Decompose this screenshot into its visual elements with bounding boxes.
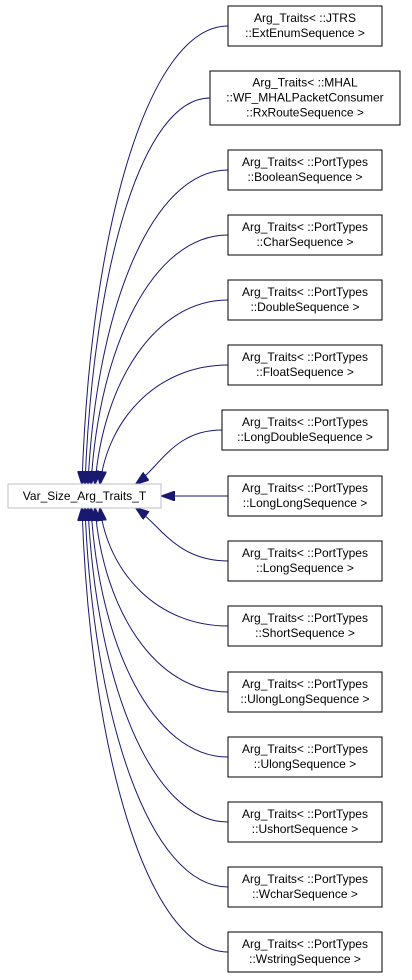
derived-node-box [227, 5, 383, 47]
base-node-box [7, 483, 162, 509]
derived-node-box [227, 801, 383, 843]
derived-node-box [227, 279, 383, 321]
derived-node-label-line: Arg_Traits< ::PortTypes [242, 937, 368, 951]
derived-node-label-line: Arg_Traits< ::PortTypes [242, 350, 368, 364]
inheritance-arrow [136, 429, 223, 484]
derived-node-box [221, 409, 389, 451]
derived-node-label-line: ::UlongSequence > [254, 757, 356, 771]
base-node[interactable]: Var_Size_Arg_Traits_T [7, 483, 162, 509]
derived-node[interactable]: Arg_Traits< ::PortTypes::ShortSequence > [227, 605, 383, 647]
derived-node-label-line: ::LongSequence > [256, 561, 354, 575]
derived-node-label-line: ::BooleanSequence > [247, 170, 362, 184]
derived-node-box [227, 931, 383, 973]
derived-node-label-line: ::DoubleSequence > [250, 300, 359, 314]
derived-node-label-line: Arg_Traits< ::PortTypes [242, 285, 368, 299]
inheritance-arrow [95, 508, 229, 693]
derived-node-label-line: ::CharSequence > [256, 235, 353, 249]
derived-node-label-line: ::LongLongSequence > [243, 496, 367, 510]
derived-node-label-line: Arg_Traits< ::PortTypes [242, 220, 368, 234]
inheritance-arrow [100, 508, 229, 627]
base-node-label: Var_Size_Arg_Traits_T [23, 489, 147, 503]
inheritance-arrow [88, 169, 229, 484]
derived-node-label-line: ::ExtEnumSequence > [245, 26, 365, 40]
derived-node[interactable]: Arg_Traits< ::PortTypes::UlongSequence > [227, 736, 383, 778]
derived-node-label-line: Arg_Traits< ::PortTypes [242, 155, 368, 169]
derived-node-label-line: ::UshortSequence > [252, 822, 358, 836]
derived-node-box [227, 540, 383, 582]
derived-node[interactable]: Arg_Traits< ::PortTypes::WcharSequence > [227, 866, 383, 908]
derived-node-label-line: Arg_Traits< ::PortTypes [242, 415, 368, 429]
derived-node-label-line: Arg_Traits< ::JTRS [254, 11, 356, 25]
derived-node[interactable]: Arg_Traits< ::PortTypes::LongLongSequenc… [227, 475, 383, 517]
inheritance-arrow [91, 508, 229, 758]
derived-node-label-line: Arg_Traits< ::MHAL [252, 76, 358, 90]
inheritance-arrow [136, 508, 229, 562]
inheritance-edges [82, 25, 229, 953]
inheritance-arrow [82, 508, 229, 953]
derived-node-box [227, 214, 383, 256]
derived-node-box [227, 736, 383, 778]
derived-node[interactable]: Arg_Traits< ::PortTypes::BooleanSequence… [227, 149, 383, 191]
derived-node-label-line: ::UlongLongSequence > [240, 692, 369, 706]
derived-node-box [227, 605, 383, 647]
derived-node-label-line: ::FloatSequence > [256, 365, 354, 379]
inheritance-arrow [85, 97, 211, 484]
derived-node-label-line: ::ShortSequence > [255, 626, 355, 640]
derived-nodes: Arg_Traits< ::JTRS::ExtEnumSequence >Arg… [209, 5, 401, 973]
derived-node-label-line: Arg_Traits< ::PortTypes [242, 872, 368, 886]
derived-node[interactable]: Arg_Traits< ::MHAL::WF_MHALPacketConsume… [209, 70, 401, 126]
derived-node[interactable]: Arg_Traits< ::JTRS::ExtEnumSequence > [227, 5, 383, 47]
derived-node[interactable]: Arg_Traits< ::PortTypes::LongDoubleSeque… [221, 409, 389, 451]
derived-node-box [227, 671, 383, 713]
derived-node[interactable]: Arg_Traits< ::PortTypes::DoubleSequence … [227, 279, 383, 321]
derived-node-label-line: Arg_Traits< ::PortTypes [242, 742, 368, 756]
derived-node-label-line: ::WcharSequence > [252, 887, 358, 901]
derived-node-box [227, 866, 383, 908]
derived-node-label-line: Arg_Traits< ::PortTypes [242, 546, 368, 560]
inheritance-arrow [95, 299, 229, 484]
inheritance-arrow [85, 508, 229, 888]
inheritance-arrow [82, 25, 229, 484]
derived-node-label-line: ::WstringSequence > [249, 952, 361, 966]
inheritance-arrow [88, 508, 229, 823]
derived-node-box [227, 149, 383, 191]
derived-node-box [227, 344, 383, 386]
inheritance-arrow [91, 234, 229, 484]
derived-node[interactable]: Arg_Traits< ::PortTypes::UshortSequence … [227, 801, 383, 843]
derived-node-label-line: ::WF_MHALPacketConsumer [226, 91, 383, 105]
derived-node[interactable]: Arg_Traits< ::PortTypes::CharSequence > [227, 214, 383, 256]
derived-node-box [209, 70, 401, 126]
derived-node-label-line: Arg_Traits< ::PortTypes [242, 481, 368, 495]
derived-node-label-line: Arg_Traits< ::PortTypes [242, 807, 368, 821]
derived-node[interactable]: Arg_Traits< ::PortTypes::UlongLongSequen… [227, 671, 383, 713]
derived-node-label-line: ::LongDoubleSequence > [237, 430, 373, 444]
derived-node[interactable]: Arg_Traits< ::PortTypes::FloatSequence > [227, 344, 383, 386]
derived-node-label-line: Arg_Traits< ::PortTypes [242, 677, 368, 691]
derived-node-box [227, 475, 383, 517]
derived-node-label-line: Arg_Traits< ::PortTypes [242, 611, 368, 625]
derived-node[interactable]: Arg_Traits< ::PortTypes::LongSequence > [227, 540, 383, 582]
inheritance-arrow [100, 364, 229, 484]
derived-node[interactable]: Arg_Traits< ::PortTypes::WstringSequence… [227, 931, 383, 973]
derived-node-label-line: ::RxRouteSequence > [246, 106, 364, 120]
